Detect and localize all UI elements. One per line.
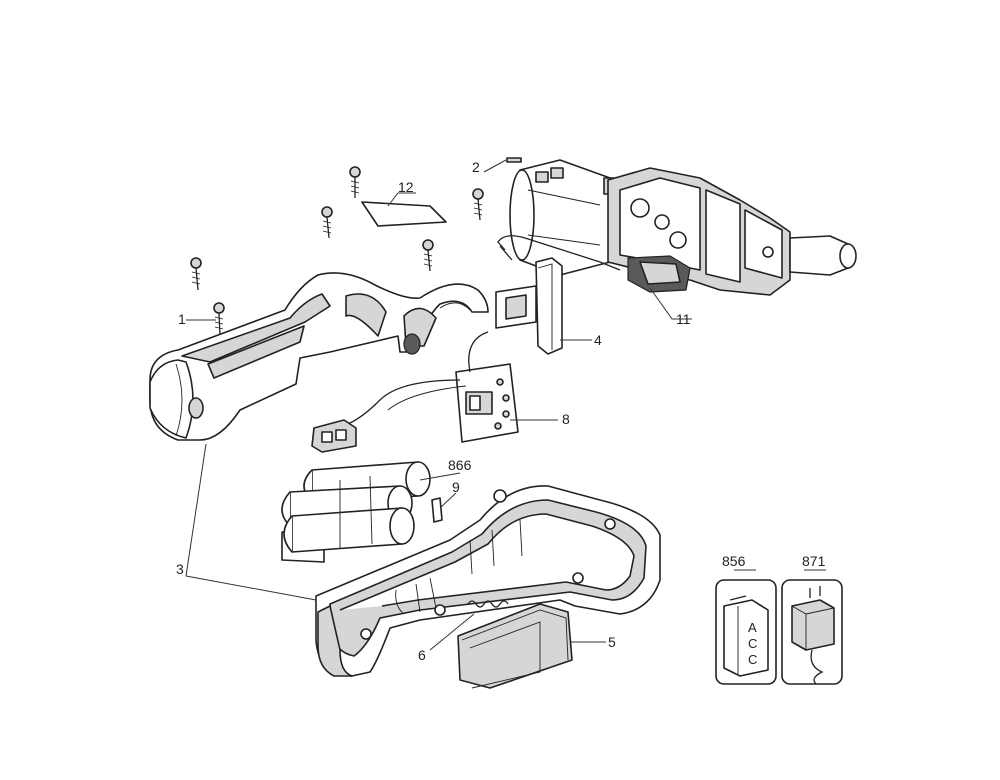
housing-half-lower: [315, 485, 661, 677]
label-plate: [361, 201, 447, 227]
screw-1: [213, 302, 225, 337]
spring: [467, 600, 509, 608]
accessory-letter-a: A: [748, 620, 757, 635]
leader-lines: [185, 159, 826, 651]
callout-871: 871: [802, 553, 826, 569]
callout-2: 2: [472, 159, 480, 175]
screw-center: [422, 239, 434, 272]
callout-11: 11: [676, 311, 691, 327]
callout-12: 12: [398, 179, 414, 195]
accessory-letter-c1: C: [748, 636, 757, 651]
spring-clip: [497, 235, 621, 271]
callout-1: 1: [178, 311, 186, 327]
callout-3: 3: [176, 561, 184, 577]
accessory-letter-c2: C: [748, 652, 757, 667]
housing-half-upper: [149, 272, 489, 441]
callout-8: 8: [562, 411, 570, 427]
callout-9: 9: [452, 479, 460, 495]
battery-pack: [281, 461, 431, 563]
accessory-box-856: A C C: [715, 579, 777, 685]
battery-door: [457, 603, 573, 689]
switch-bracket: [495, 257, 563, 355]
callout-6: 6: [418, 647, 426, 663]
small-pin: [431, 497, 443, 523]
callout-856: 856: [722, 553, 746, 569]
battery-terminal: [311, 419, 357, 453]
callout-5: 5: [608, 634, 616, 650]
callout-866: 866: [448, 457, 472, 473]
pin: [506, 157, 522, 163]
screw-top-left: [349, 166, 361, 198]
screw-far-left: [190, 257, 202, 291]
motor-gearbox-assembly: [509, 159, 857, 296]
screw-mid-left: [321, 206, 333, 239]
charger-871: [781, 579, 843, 685]
screw-top-right: [472, 188, 484, 221]
callout-4: 4: [594, 332, 602, 348]
switch-module: [344, 331, 519, 443]
